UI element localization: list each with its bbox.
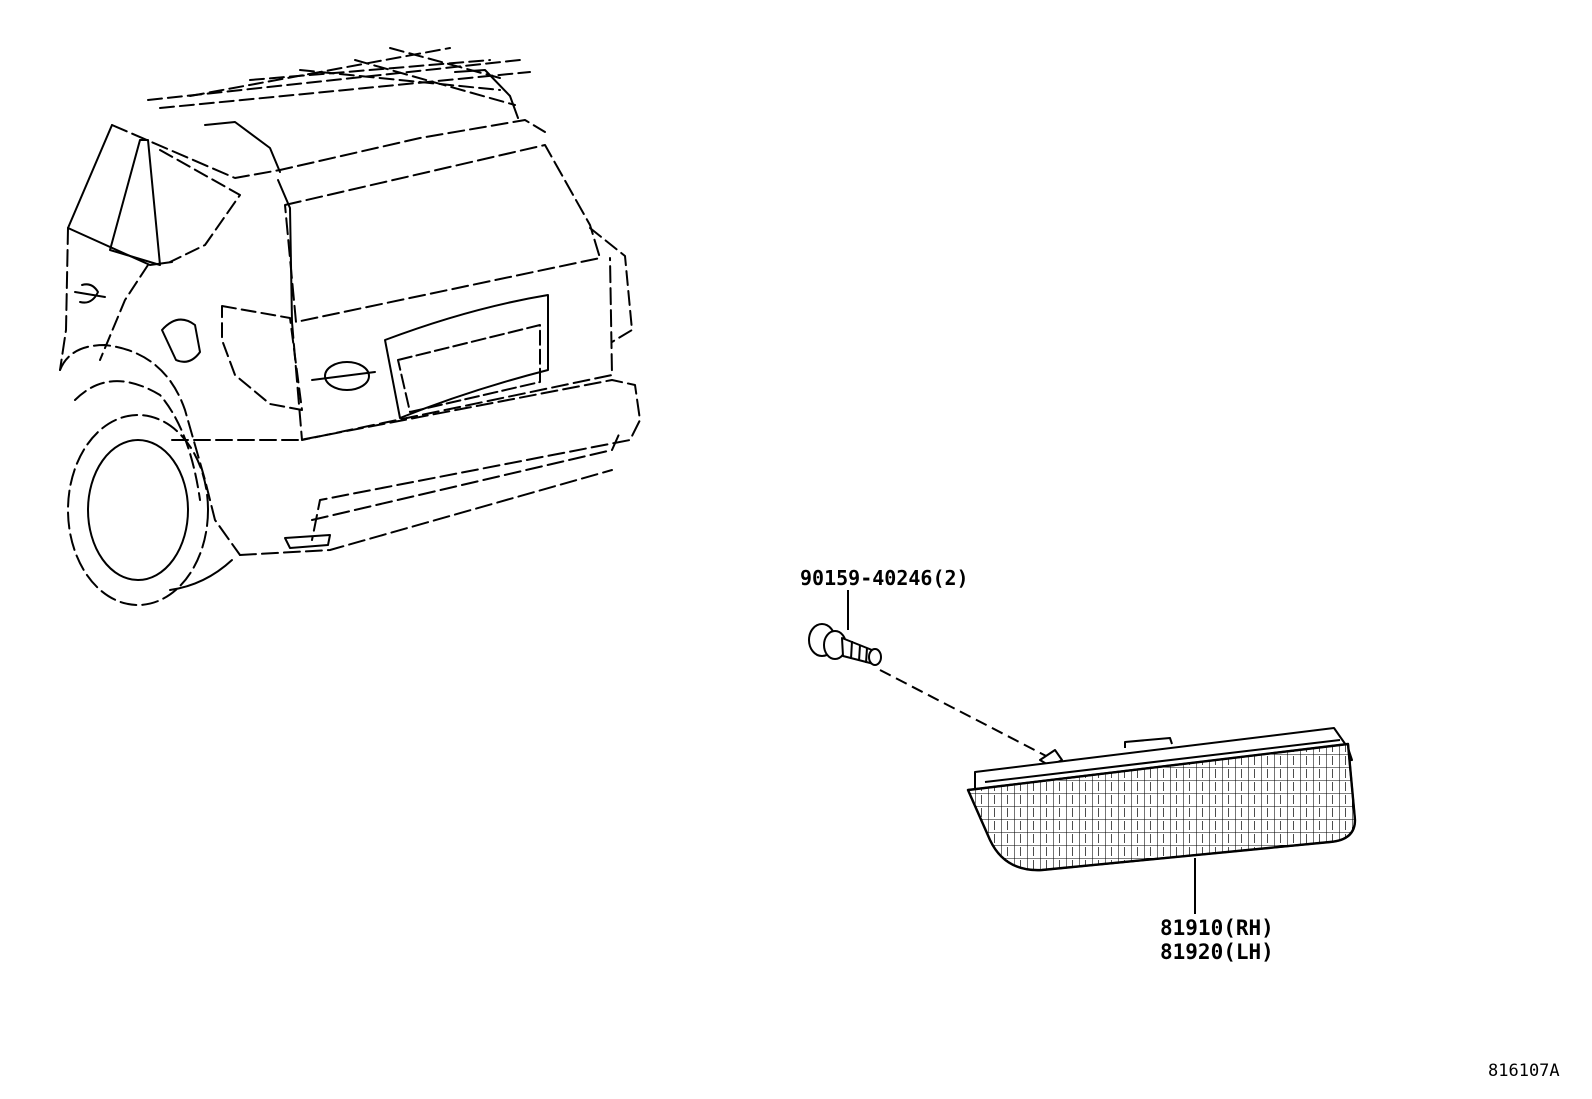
bolt-tip [868,648,882,666]
roof-rail-left [204,121,281,173]
install-path-line [879,669,1051,759]
rear-bumper [171,379,641,541]
liftgate-handle [311,371,376,381]
bolt-part-number: 90159-40246(2) [800,566,969,590]
tail-lamp-left [221,305,303,411]
roof-outline [111,119,546,179]
bumper-lower [311,431,621,521]
bumper-reflector-location [284,534,331,549]
rear-tire [67,414,209,606]
roof-rail-right [454,69,519,119]
roof-rails [147,47,531,109]
body-side-line [59,227,69,371]
door-edge [99,264,149,361]
c-pillar [67,227,173,266]
vehicle-rear-view [59,47,641,606]
reflector-outline [966,742,1357,872]
tail-lamp-right [589,227,633,343]
reflector-ridge [984,737,1341,783]
rear-glass [284,144,601,323]
side-window [109,139,161,266]
license-plate-inner [397,324,541,413]
bolt-threads [850,640,868,664]
bumper-bottom [239,469,613,556]
tire-shadow [169,559,233,591]
bolt-part [808,590,1051,759]
reflector-rh-part-number: 81910(RH) [1160,916,1274,940]
rear-rim [87,439,189,581]
door-handle [74,283,106,304]
wheel-arch-inner [74,380,201,501]
rear-fender [59,344,241,556]
side-window-frame [159,149,241,263]
liftgate-top [277,179,293,323]
license-plate-recess [384,294,549,419]
figure-code: 816107A [1488,1061,1560,1081]
liftgate-panel [291,257,613,441]
rear-pillar-left [67,124,113,229]
fuel-door [161,318,201,363]
reflector-part [966,727,1357,914]
reflector-lh-part-number: 81920(LH) [1160,940,1274,964]
emblem [324,361,370,391]
